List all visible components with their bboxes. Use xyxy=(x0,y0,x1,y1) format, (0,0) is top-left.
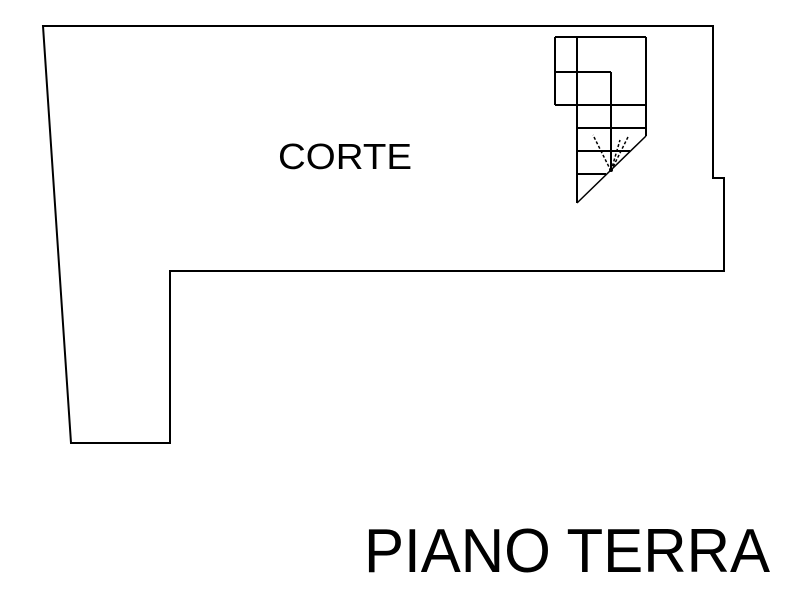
room-label: CORTE xyxy=(278,136,412,177)
stair-direction-arrow xyxy=(592,134,629,172)
courtyard-outline xyxy=(41,25,725,444)
staircase xyxy=(554,36,647,204)
floor-title: PIANO TERRA xyxy=(364,517,771,586)
